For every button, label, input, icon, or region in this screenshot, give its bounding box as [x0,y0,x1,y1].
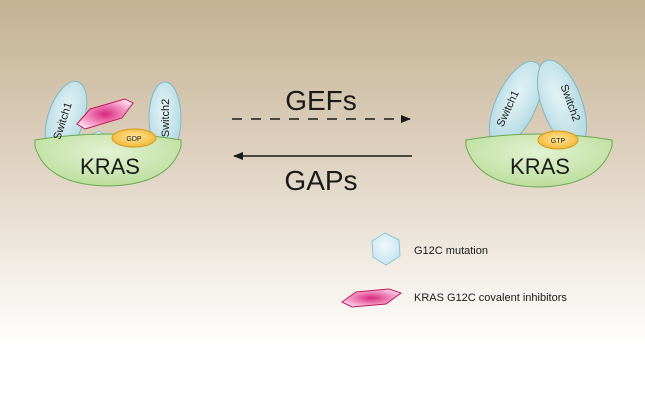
gefs-label: GEFs [285,85,357,116]
legend: G12C mutation KRAS G12C covalent inhibit… [341,232,567,308]
legend-mutation-label: G12C mutation [414,245,488,257]
gaps-label: GAPs [284,165,357,196]
left-kras-label: KRAS [80,154,140,179]
right-kras-body [465,133,613,188]
cycle-arrows: GEFs GAPs [232,85,412,196]
right-gtp-shape [537,130,579,150]
left-gdp-label: GDP [126,136,142,143]
left-switch2-label: Switch2 [160,99,172,138]
left-kras-complex: Switch1 Switch2 GDP KRAS [34,80,182,187]
legend-inhibitor-label: KRAS G12C covalent inhibitors [414,292,567,304]
right-kras-complex: Switch1 Switch2 GTP KRAS [465,59,613,188]
right-kras-label: KRAS [510,154,570,179]
legend-mutation-icon [371,232,401,266]
left-kras-body [34,133,182,187]
left-gdp-shape [111,128,157,148]
left-inhibitor-icon [76,98,134,130]
right-gtp-label: GTP [551,138,566,145]
legend-inhibitor-icon [341,288,403,308]
